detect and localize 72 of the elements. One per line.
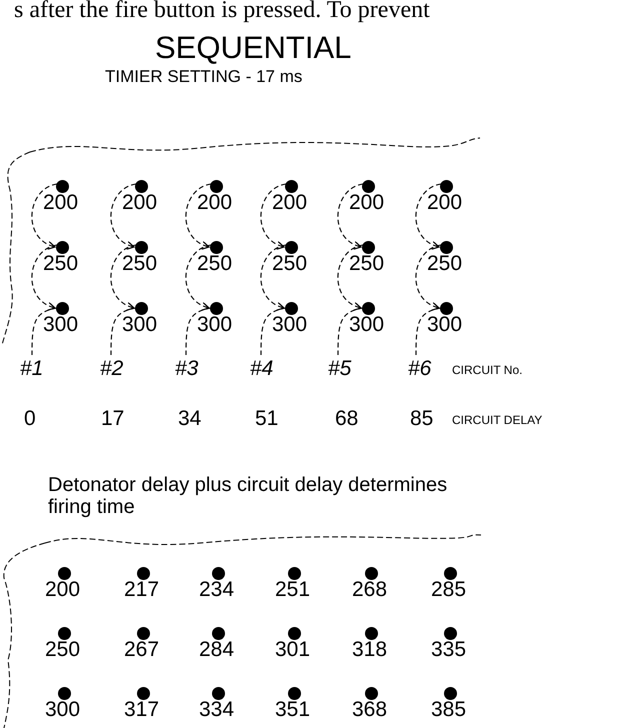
detonating-wire — [185, 244, 212, 310]
delay-time: 250 — [427, 253, 462, 275]
delay-time: 285 — [431, 579, 466, 601]
circuit-number: #2 — [100, 357, 124, 381]
delay-time: 200 — [45, 579, 80, 601]
delay-time: 317 — [124, 699, 160, 721]
detonating-wire — [260, 307, 286, 355]
delay-time: 300 — [272, 314, 308, 336]
delay-time: 200 — [272, 192, 308, 214]
detonating-wire — [31, 244, 58, 310]
delay-time: 335 — [431, 639, 466, 661]
circuit-number: #6 — [408, 357, 432, 381]
detonating-wire — [337, 307, 364, 355]
detonating-wire — [260, 244, 286, 310]
detonating-wire — [31, 307, 58, 355]
detonating-wire — [31, 183, 58, 249]
delay-time: 250 — [272, 253, 308, 275]
delay-time: 250 — [197, 253, 232, 275]
delay-time: 300 — [122, 314, 158, 336]
delay-time: 368 — [352, 699, 388, 721]
delay-value: 0 — [24, 407, 36, 431]
detonating-wire — [110, 307, 136, 355]
detonating-wire — [185, 183, 212, 249]
diagram-title: SEQUENTIAL — [155, 30, 352, 66]
detonating-wire — [337, 183, 364, 249]
body-text: s after the fire button is pressed. To prevent — [14, 0, 430, 24]
caption-text: Detonator delay plus circuit delay determines firing time — [48, 474, 448, 518]
delay-time: 250 — [349, 253, 384, 275]
delay-time: 217 — [124, 579, 160, 601]
detonating-wire — [337, 244, 364, 310]
delay-time: 200 — [122, 192, 158, 214]
delay-time: 268 — [352, 579, 388, 601]
delay-value: 34 — [178, 407, 202, 431]
delay-time: 250 — [43, 253, 78, 275]
circuit-number: #5 — [328, 357, 352, 381]
delay-time: 334 — [199, 699, 234, 721]
delay-time: 318 — [352, 639, 388, 661]
delay-time: 251 — [275, 579, 310, 601]
detonating-wire — [260, 183, 286, 249]
delay-time: 250 — [45, 639, 80, 661]
timer-setting: TIMIER SETTING - 17 ms — [105, 67, 302, 87]
delay-time: 300 — [197, 314, 232, 336]
delay-time: 301 — [275, 639, 310, 661]
delay-value: 17 — [101, 407, 124, 431]
delay-value: 85 — [410, 407, 434, 431]
delay-time: 300 — [427, 314, 462, 336]
detonating-wire — [415, 183, 442, 249]
detonating-wire — [110, 244, 136, 310]
delay-time: 284 — [199, 639, 234, 661]
circuit-number: #3 — [175, 357, 198, 381]
delay-value: 51 — [255, 407, 278, 431]
delay-time: 300 — [349, 314, 384, 336]
circuit-number: #4 — [250, 357, 274, 381]
detonating-wire — [415, 307, 442, 355]
detonating-wire — [415, 244, 442, 310]
detonating-wire — [185, 307, 212, 355]
delay-time: 200 — [197, 192, 232, 214]
delay-time: 200 — [349, 192, 384, 214]
delay-time: 234 — [199, 579, 234, 601]
delay-time: 200 — [427, 192, 462, 214]
delay-time: 250 — [122, 253, 158, 275]
delay-time: 200 — [43, 192, 78, 214]
delay-time: 300 — [45, 699, 80, 721]
delay-time: 351 — [275, 699, 310, 721]
delay-time: 267 — [124, 639, 160, 661]
delay-time: 300 — [43, 314, 78, 336]
row-label: CIRCUIT No. — [452, 363, 522, 377]
delay-time: 385 — [431, 699, 466, 721]
detonating-wire — [110, 183, 136, 249]
circuit-number: #1 — [20, 357, 44, 381]
delay-value: 68 — [335, 407, 358, 431]
row-label: CIRCUIT DELAY — [452, 413, 542, 427]
